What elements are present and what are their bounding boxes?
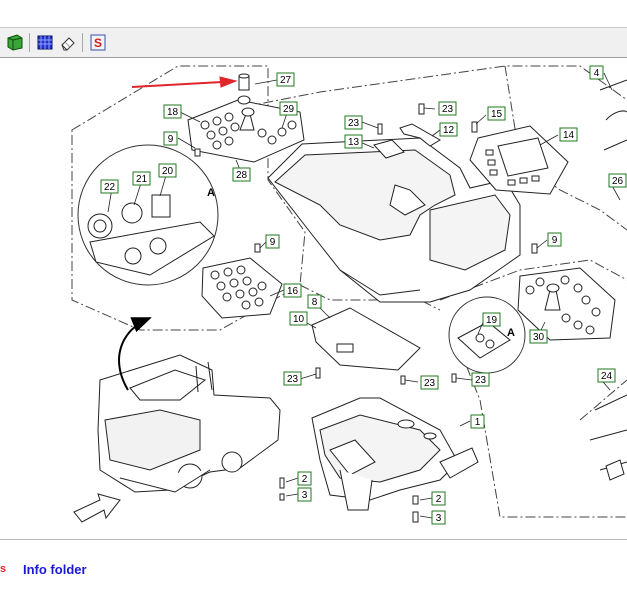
green-book-icon[interactable] — [6, 34, 24, 51]
callout-3: 3 — [297, 487, 312, 502]
svg-text:23: 23 — [348, 118, 360, 129]
callout-26: 26 — [608, 173, 627, 188]
svg-text:28: 28 — [236, 170, 248, 181]
callout-22: 22 — [100, 179, 119, 194]
callout-10: 10 — [289, 311, 308, 326]
console-housing — [267, 137, 521, 303]
callout-18: 18 — [163, 104, 182, 119]
view-label-a: A — [507, 327, 515, 339]
svg-text:23: 23 — [475, 375, 487, 386]
svg-text:23: 23 — [424, 378, 436, 389]
svg-text:23: 23 — [287, 374, 299, 385]
svg-text:20: 20 — [162, 166, 174, 177]
svg-text:2: 2 — [436, 494, 442, 505]
svg-text:18: 18 — [167, 107, 179, 118]
base-frame-1 — [311, 397, 479, 511]
callout-9: 9 — [163, 131, 178, 146]
svg-text:22: 22 — [104, 182, 116, 193]
red-s-icon[interactable]: S — [89, 34, 107, 51]
toolbar-separator — [29, 33, 30, 52]
svg-text:14: 14 — [563, 130, 575, 141]
callout-4: 4 — [589, 65, 604, 80]
callout-15: 15 — [487, 106, 506, 121]
callout-21: 21 — [132, 171, 151, 186]
svg-text:24: 24 — [601, 371, 613, 382]
callout-23: 23 — [471, 372, 490, 387]
svg-text:10: 10 — [293, 314, 305, 325]
toolbar: S — [0, 28, 627, 58]
callout-27: 27 — [276, 72, 295, 87]
parts-diagram[interactable]: A A 27 18 29 9 28 22 21 20 9 16 8 10 23 … — [0, 58, 627, 539]
callout-23: 23 — [438, 101, 457, 116]
paver-vehicle — [97, 354, 281, 493]
callout-20: 20 — [158, 163, 177, 178]
detail-circle-a — [77, 144, 219, 286]
svg-text:8: 8 — [312, 297, 318, 308]
svg-text:3: 3 — [302, 490, 308, 501]
joystick-panel-18 — [187, 73, 305, 163]
footer-bar: s Info folder — [0, 539, 627, 593]
view-label-a: A — [207, 187, 215, 199]
svg-text:S: S — [94, 36, 102, 50]
callout-23: 23 — [344, 115, 363, 130]
view-labels: A A — [207, 187, 515, 339]
svg-text:9: 9 — [552, 235, 558, 246]
detail-circle-a-right — [448, 296, 526, 374]
callout-16: 16 — [283, 283, 302, 298]
svg-text:3: 3 — [436, 513, 442, 524]
callout-8: 8 — [307, 294, 322, 309]
svg-text:27: 27 — [280, 75, 292, 86]
keypad-panel-16 — [201, 257, 283, 319]
callout-12: 12 — [439, 122, 458, 137]
highlight-arrow — [131, 76, 238, 88]
window-top-strip — [0, 0, 627, 28]
callout-1: 1 — [470, 414, 485, 429]
toolbar-separator — [82, 33, 83, 52]
callout-14: 14 — [559, 127, 578, 142]
svg-text:21: 21 — [136, 174, 148, 185]
callout-13: 13 — [344, 134, 363, 149]
callout-28: 28 — [232, 167, 251, 182]
cover-plate-10 — [311, 307, 421, 371]
display-panel-14 — [469, 125, 569, 195]
svg-text:30: 30 — [533, 332, 545, 343]
svg-text:16: 16 — [287, 286, 299, 297]
svg-text:1: 1 — [475, 417, 481, 428]
callout-29: 29 — [279, 101, 298, 116]
svg-text:9: 9 — [270, 237, 276, 248]
svg-text:13: 13 — [348, 137, 360, 148]
svg-text:12: 12 — [443, 125, 455, 136]
view-direction-arrow — [73, 493, 121, 523]
svg-text:9: 9 — [168, 134, 174, 145]
blue-grid-icon[interactable] — [36, 34, 54, 51]
svg-text:29: 29 — [283, 104, 295, 115]
info-folder-link[interactable]: Info folder — [23, 562, 87, 577]
callout-3: 3 — [431, 510, 446, 525]
callout-9: 9 — [265, 234, 280, 249]
callout-24: 24 — [597, 368, 616, 383]
svg-text:19: 19 — [486, 315, 498, 326]
bracket-12 — [399, 123, 441, 147]
callout-2: 2 — [431, 491, 446, 506]
callout-23: 23 — [283, 371, 302, 386]
folder-marker: s — [0, 563, 7, 575]
svg-text:23: 23 — [442, 104, 454, 115]
eraser-icon[interactable] — [59, 34, 77, 51]
joystick-panel-30 — [517, 267, 616, 341]
svg-text:15: 15 — [491, 109, 503, 120]
svg-text:26: 26 — [612, 176, 624, 187]
screws — [194, 103, 538, 523]
callout-labels: 27 18 29 9 28 22 21 20 9 16 8 10 23 23 2… — [100, 65, 627, 525]
callout-9: 9 — [547, 232, 562, 247]
callout-2: 2 — [297, 471, 312, 486]
callout-23: 23 — [420, 375, 439, 390]
svg-text:4: 4 — [594, 68, 600, 79]
callout-19: 19 — [482, 312, 501, 327]
callout-30: 30 — [529, 329, 548, 344]
plate-13 — [373, 139, 405, 159]
svg-text:2: 2 — [302, 474, 308, 485]
